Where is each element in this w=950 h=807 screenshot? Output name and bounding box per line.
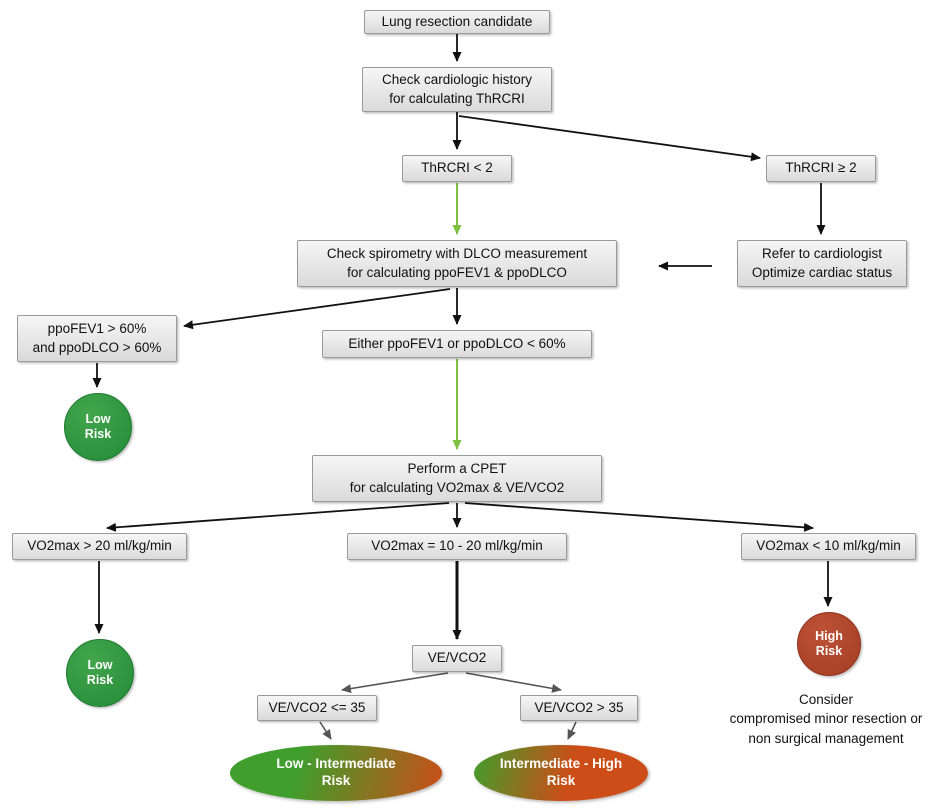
badge-low-intermediate-risk: Low - Intermediate Risk	[230, 745, 442, 801]
node-thrcri-less-than-2: ThRCRI < 2	[402, 155, 512, 182]
node-vo2max-below-10: VO2max < 10 ml/kg/min	[741, 533, 916, 560]
arrow-cpet-to-vo2max-high	[106, 502, 450, 532]
node-vevco2-less-equal-35: VE/VCO2 <= 35	[257, 695, 377, 721]
node-check-cardiologic-history: Check cardiologic history for calculatin…	[362, 67, 552, 112]
node-vevco2-greater-35: VE/VCO2 > 35	[520, 695, 638, 721]
node-vo2max-10-to-20: VO2max = 10 - 20 ml/kg/min	[347, 533, 567, 560]
node-vo2max-above-20: VO2max > 20 ml/kg/min	[12, 533, 187, 560]
arrow-vevco2-to-le35	[341, 672, 449, 694]
node-ppofev1-or-ppodlco-below-60: Either ppoFEV1 or ppoDLCO < 60%	[322, 330, 592, 358]
note-consider-management: Consider compromised minor resection or …	[729, 691, 923, 746]
node-perform-cpet: Perform a CPET for calculating VO2max & …	[312, 455, 602, 502]
arrow-vevco2-to-gt35	[465, 672, 562, 693]
node-refer-to-cardiologist: Refer to cardiologist Optimize cardiac s…	[737, 240, 907, 287]
arrow-le35-to-low-intermediate	[319, 721, 332, 740]
arrow-spirometry-to-ppo-good	[183, 288, 451, 330]
node-thrcri-greater-equal-2: ThRCRI ≥ 2	[766, 155, 876, 182]
badge-high-risk: High Risk	[797, 612, 861, 676]
node-check-spirometry-dlco: Check spirometry with DLCO measurement f…	[297, 240, 617, 287]
badge-intermediate-high-risk: Intermediate - High Risk	[474, 745, 648, 801]
badge-low-risk-cpet: Low Risk	[66, 639, 134, 707]
node-ppofev1-ppodlco-above-60: ppoFEV1 > 60% and ppoDLCO > 60%	[17, 315, 177, 362]
arrow-cpet-to-vo2max-low	[464, 502, 814, 532]
badge-low-risk-spirometry: Low Risk	[64, 393, 132, 461]
node-lung-resection-candidate: Lung resection candidate	[364, 10, 550, 34]
node-vevco2: VE/VCO2	[412, 645, 502, 672]
arrow-cardiologic-to-thrcri-high	[458, 115, 761, 162]
arrow-gt35-to-intermediate-high	[567, 721, 577, 740]
